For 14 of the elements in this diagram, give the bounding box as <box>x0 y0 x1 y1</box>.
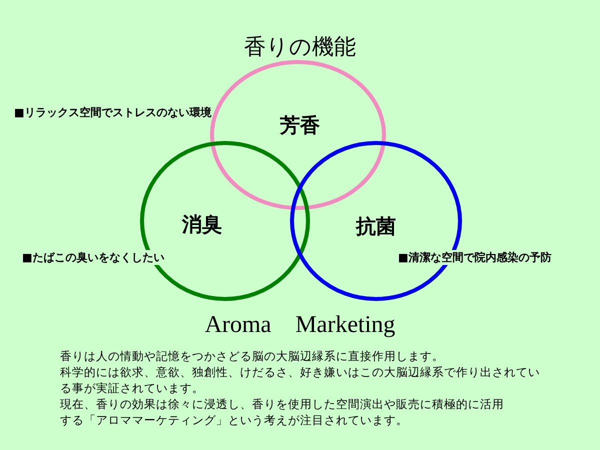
annotation-text: ■たばこの臭いをなくしたい <box>22 250 164 265</box>
venn-circle <box>210 60 386 210</box>
venn-circle <box>290 141 462 301</box>
title: 香りの機能 <box>243 34 357 62</box>
circle-label: 芳香 <box>280 112 320 139</box>
body-text: 科学的には欲求、意欲、独創性、けだるさ、好き嫌いはこの大脳辺縁系で作り出されている事が実証されています。 <box>60 364 541 396</box>
annotation-text: ■リラックス空間でストレスのない環境 <box>14 105 212 120</box>
body-text: 現在、香りの効果は徐々に浸透し、香りを使用した空間演出や販売に積極的に活用する「アロママーケティング」という考えが注目されています。 <box>60 396 505 428</box>
subtitle: Aroma Marketing <box>204 311 396 340</box>
annotation-text: ■清潔な空間で院内感染の予防 <box>398 250 552 265</box>
circle-label: 抗菌 <box>356 213 396 240</box>
venn-circle <box>140 141 310 301</box>
body-text: 香りは人の情動や記憶をつかさどる脳の大脳辺縁系に直接作用します。 <box>60 348 445 364</box>
circle-label: 消臭 <box>182 211 222 238</box>
